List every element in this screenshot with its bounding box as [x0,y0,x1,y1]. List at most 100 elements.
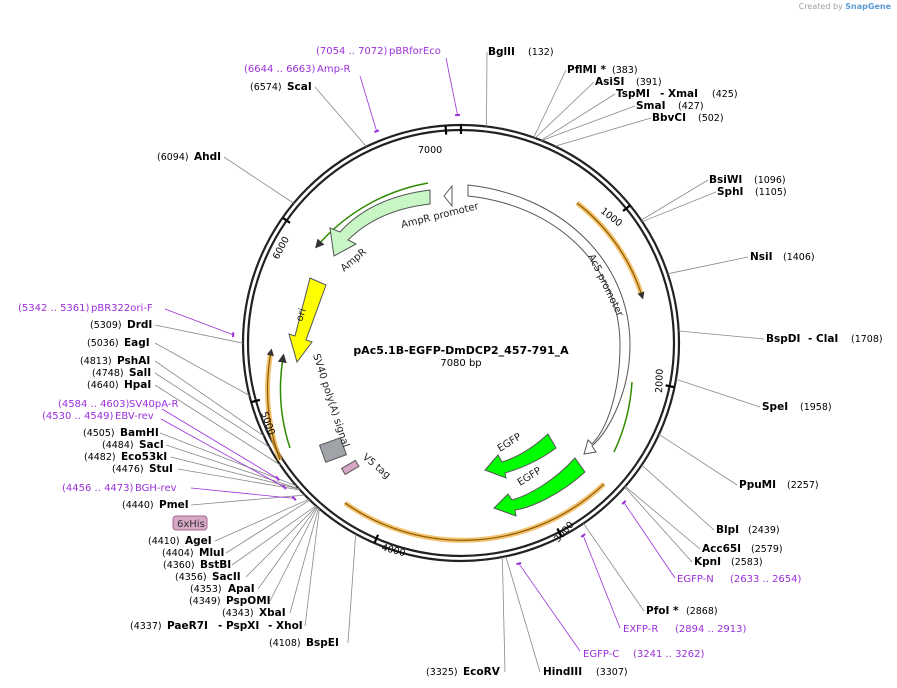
site-scai: ScaI [287,81,312,93]
ori-label: ori [294,307,308,323]
site-bamhi: BamHI [120,427,159,439]
primer-mark-2903 [580,533,586,538]
primer-pbr322ori-f: pBR322ori-F [91,303,153,314]
site-sali-pos: (4748) [92,368,124,379]
leader-line-502 [554,117,652,147]
primer-leader-2903 [582,535,621,629]
site-nsii: NsiI [750,251,773,263]
tick-label-7000: 7000 [418,145,442,156]
site-sphi-pos: (1105) [755,187,787,198]
leader-line-4476 [177,468,301,491]
ac5-promoter-feature [467,184,631,455]
site-clai: - ClaI [808,333,838,345]
site-sacii: SacII [212,571,241,583]
site-bsiwi-pos: (1096) [754,175,786,186]
leader-line-1096 [640,179,709,221]
primer-leader-4465 [190,487,295,499]
site-eco53ki: Eco53kI [121,451,167,463]
site-ahdi-pos: (6094) [157,152,189,163]
site-acc65i-pos: (2579) [751,544,783,555]
site-pfoi-pos: (2868) [686,606,718,617]
site-stui-pos: (4476) [112,464,144,475]
site-bbvci-pos: (502) [698,113,724,124]
site-drdi-pos: (5309) [90,320,122,331]
site-smai: SmaI [636,100,666,112]
leader-line-6094 [223,156,294,204]
backbone-inner [246,128,676,558]
site-pflmi-pos: (383) [612,65,638,76]
site-eco53ki-pos: (4482) [84,452,116,463]
site-bstbi-pos: (4360) [163,560,195,571]
site-stui: StuI [149,463,173,475]
tick-mark-3000 [556,527,563,537]
tick-label-4000: 4000 [380,542,406,559]
site-bglii-pos: (132) [528,47,554,58]
leader-line-1105 [641,191,717,223]
site-paer7i-pos: (4337) [130,621,162,632]
site-pspxi: - PspXI [218,620,259,632]
sv40-polya-label: SV40 poly(A) signal [310,353,351,449]
primer-ampr: Amp-R [317,64,351,75]
sv40-polya-box [318,437,348,463]
site-hpai: HpaI [124,379,151,391]
leader-line-4404 [225,499,310,554]
site-hindiii: HindIII [543,666,582,678]
site-mlui: MluI [199,547,224,559]
tick-label-5000: 5000 [258,410,277,436]
primer-pbrforeco: pBRforEco [389,46,441,57]
leader-line-4343 [289,507,319,614]
leader-line-1708 [678,330,765,340]
primer-bgh-rev: BGH-rev [135,483,177,494]
leader-line-2439 [641,464,715,531]
orf-arc-3 [265,351,283,461]
leader-line-2257 [658,433,738,486]
primer-sv40pa-r: SV40pA-R [129,399,178,410]
site-spei: SpeI [762,401,788,413]
primer-egfp-c-pos: (3241 .. 3262) [633,649,705,660]
primer-mark-4593 [275,475,280,482]
primer-sv40pa-r-pos: (4584 .. 4603) [58,399,130,410]
orf-arrow-3 [266,348,281,461]
site-tspmi: TspMI [616,88,650,100]
site-smai-pos: (427) [678,101,704,112]
leader-line-4410 [214,498,310,542]
primer-bgh-rev-pos: (4456 .. 4473) [62,483,134,494]
v5-tag-label: V5 tag [360,452,392,481]
ampr-feature [329,189,431,257]
site-spei-pos: (1958) [800,402,832,413]
leader-line-3307 [505,556,541,673]
site-scai-pos: (6574) [250,82,282,93]
orf-arrow-4 [277,353,291,449]
site-bamhi-pos: (4505) [83,428,115,439]
site-sacii-pos: (4356) [175,572,207,583]
egfp-feature-2 [493,457,586,517]
site-saci: SacI [139,439,164,451]
orf-arrow-6 [315,182,429,249]
primer-ebv-rev-pos: (4530 .. 4549) [42,411,114,422]
primer-pbrforeco-pos: (7054 .. 7072) [316,46,388,57]
tick-label-2000: 2000 [654,369,666,394]
site-saci-pos: (4484) [102,440,134,451]
site-pfoi: PfoI * [646,605,679,617]
leader-lines [154,51,765,673]
primer-leader-4593 [161,408,278,479]
plasmid-name: pAc5.1B-EGFP-DmDCP2_457-791_A [353,344,569,357]
site-sphi: SphI [717,186,743,198]
leader-line-132 [486,51,488,127]
primer-mark-2643 [621,500,627,505]
site-kpni: KpnI [694,556,721,568]
site-asisi-pos: (391) [636,77,662,88]
site-pspomi-pos: (4349) [189,596,221,607]
orf-arrow-2 [344,483,605,541]
leader-line-1958 [675,378,761,408]
leader-line-2579 [624,486,701,550]
site-bspei-pos: (4108) [269,638,301,649]
ampr-promoter-feature [443,184,453,208]
leader-line-6574 [314,86,367,147]
site-drdi: DrdI [127,319,152,331]
site-kpni-pos: (2583) [731,557,763,568]
site-xbai-pos: (4343) [222,608,254,619]
primer-ampr-pos: (6644 .. 6663) [244,64,316,75]
